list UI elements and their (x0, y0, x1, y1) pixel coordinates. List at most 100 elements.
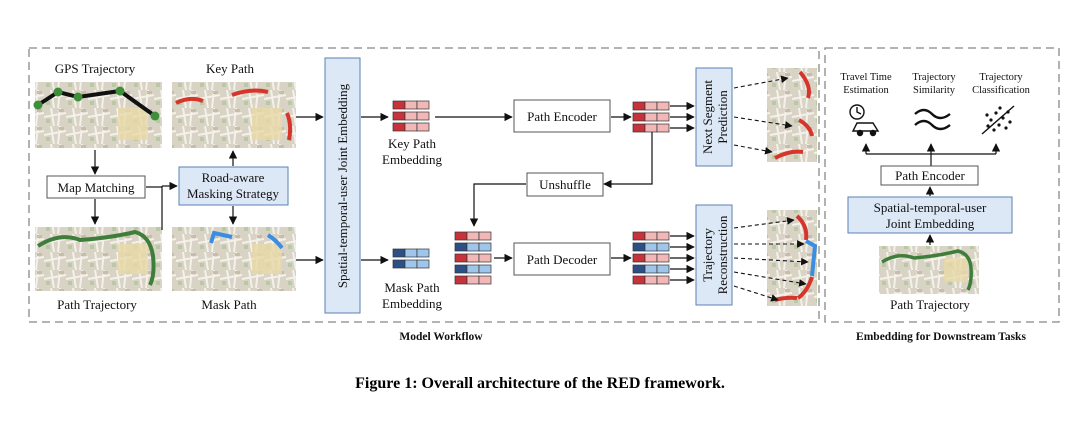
downstream-path-trajectory-label: Path Trajectory (890, 297, 970, 312)
task-2-line2: Similarity (913, 85, 956, 96)
downstream-joint-embedding-line2: Joint Embedding (886, 216, 975, 231)
gps-point (150, 111, 160, 121)
downstream-path-encoder-box (880, 165, 979, 186)
embedding-cell (656, 101, 670, 111)
gps-trajectory-map (33, 82, 162, 148)
next-segment-line1: Next Segment (700, 80, 715, 154)
downstream-joint-embedding-box (847, 196, 1013, 234)
embedding-cell (478, 264, 492, 274)
mask-path-embedding-line1: Mask Path (384, 280, 440, 295)
downstream-path-trajectory-map (879, 246, 979, 294)
key-segment (231, 88, 269, 97)
embedding-cell (478, 275, 492, 285)
task-3-line1: Trajectory (979, 72, 1023, 83)
embedding-cell (454, 242, 468, 252)
next-segment-prediction-box (695, 67, 733, 167)
embedding-cell (632, 264, 646, 274)
key-path-embedding-stack (392, 100, 430, 132)
joint-embedding-label: Spatial-temporal-user Joint Embedding (335, 83, 350, 288)
mask-segment (266, 233, 284, 250)
embedding-cell (466, 242, 480, 252)
embedding-cell (656, 231, 670, 241)
reconstruction-arrows (733, 217, 809, 302)
embedding-cell (416, 100, 430, 110)
embedding-cell (656, 264, 670, 274)
embedding-cell (416, 111, 430, 121)
embedding-cell (478, 253, 492, 263)
embedding-cell (404, 100, 418, 110)
gps-point (73, 92, 83, 102)
next-segment-line2: Prediction (715, 90, 730, 144)
embedding-cell (656, 253, 670, 263)
trajectory-recon-line2: Reconstruction (715, 215, 730, 294)
embedding-cell (644, 264, 658, 274)
embedding-cell (656, 112, 670, 122)
embedding-cell (644, 112, 658, 122)
path-trajectory-label: Path Trajectory (57, 297, 137, 312)
embedding-cell (454, 231, 468, 241)
embedding-cell (466, 264, 480, 274)
embedding-cell (392, 111, 406, 121)
path-encoder-label: Path Encoder (527, 109, 597, 124)
embedding-cell (416, 122, 430, 132)
embedding-cell (644, 123, 658, 133)
key-path-embedding-line2: Embedding (382, 152, 442, 167)
decoder-output-stack (632, 231, 670, 285)
map-matching-label: Map Matching (58, 180, 135, 195)
clock-car-icon (849, 104, 880, 137)
model-workflow-frame (28, 47, 820, 323)
embedding-cell (632, 123, 646, 133)
embedding-cell (392, 100, 406, 110)
downstream-frame (824, 47, 1060, 323)
unshuffle-label: Unshuffle (539, 177, 591, 192)
mask-segment (209, 230, 233, 244)
embedding-cell (656, 123, 670, 133)
embedding-cell (404, 122, 418, 132)
embedding-cell (632, 101, 646, 111)
next-segment-output-map (767, 68, 817, 162)
embedding-cell (656, 242, 670, 252)
downstream-joint-embedding-line1: Spatial-temporal-user (874, 200, 987, 215)
task-2-line1: Trajectory (912, 72, 956, 83)
task-3-line2: Classification (972, 85, 1030, 96)
embedding-cell (392, 122, 406, 132)
figure-caption: Figure 1: Overall architecture of the RE… (355, 375, 725, 392)
scatter-classification-icon (981, 105, 1015, 135)
embedding-cell (644, 275, 658, 285)
key-path-label: Key Path (206, 61, 255, 76)
embedding-cell (392, 248, 406, 258)
encoder-output-stack (632, 101, 670, 133)
masking-strategy-box (178, 166, 289, 206)
embedding-cell (632, 253, 646, 263)
task-1-line1: Travel Time (840, 72, 892, 83)
path-decoder-box (513, 242, 611, 276)
path-decoder-label: Path Decoder (527, 252, 598, 267)
gps-trajectory-label: GPS Trajectory (55, 61, 136, 76)
embedding-cell (466, 275, 480, 285)
embedding-cell (632, 242, 646, 252)
embedding-cell (478, 242, 492, 252)
embedding-cell (632, 275, 646, 285)
model-workflow-label: Model Workflow (399, 331, 483, 343)
embedding-cell (656, 275, 670, 285)
key-segment (285, 112, 293, 141)
decoder-output-arrows (670, 231, 695, 285)
gps-point (115, 86, 125, 96)
reconstruction-output-map (767, 210, 818, 306)
map-matching-box (46, 175, 146, 199)
unshuffle-box (526, 172, 604, 197)
embedding-cell (454, 275, 468, 285)
embedding-cell (404, 259, 418, 269)
embedding-cell (416, 248, 430, 258)
embedding-cell (478, 231, 492, 241)
embedding-cell (632, 112, 646, 122)
task-1-line2: Estimation (843, 85, 889, 96)
gps-point (33, 100, 43, 110)
path-encoder-box (513, 99, 611, 133)
embedding-cell (466, 231, 480, 241)
embedding-cell (644, 101, 658, 111)
path-trajectory-map (35, 227, 162, 291)
masking-strategy-line1: Road-aware (202, 170, 265, 185)
mask-path-embedding-line2: Embedding (382, 296, 442, 311)
